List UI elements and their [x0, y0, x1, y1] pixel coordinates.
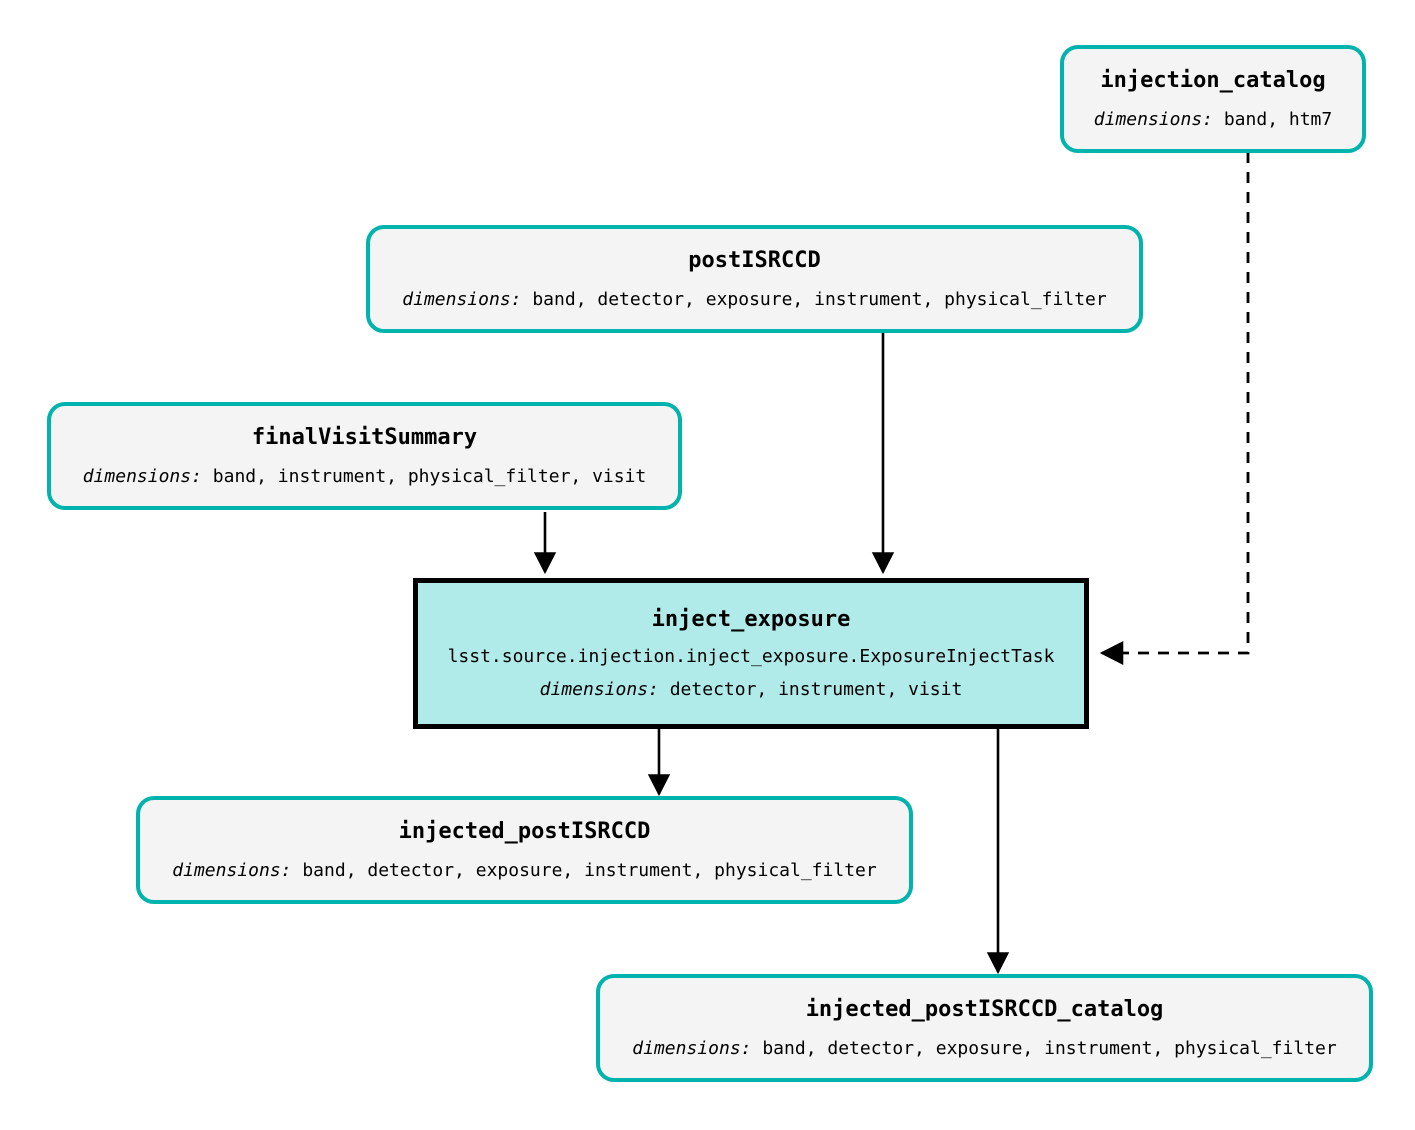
node-postisrccd[interactable]: postISRCCD dimensions: band, detector, e… — [366, 225, 1143, 333]
node-injected-postisrccd-catalog-dimensions: dimensions: band, detector, exposure, in… — [632, 1038, 1336, 1059]
dimensions-label: dimensions: — [82, 466, 202, 487]
dimensions-label: dimensions: — [632, 1038, 752, 1059]
node-postisrccd-dimensions: dimensions: band, detector, exposure, in… — [402, 289, 1106, 310]
node-injected-postisrccd-catalog[interactable]: injected_postISRCCD_catalog dimensions: … — [596, 974, 1373, 1082]
dimensions-label: dimensions: — [539, 679, 659, 700]
node-injection-catalog-dimensions: dimensions: band, htm7 — [1094, 109, 1332, 130]
dimensions-value: detector, instrument, visit — [669, 679, 963, 700]
node-inject-exposure-class-path: lsst.source.injection.inject_exposure.Ex… — [447, 646, 1055, 667]
node-inject-exposure-title: inject_exposure — [651, 607, 851, 632]
dimensions-label: dimensions: — [402, 289, 522, 310]
dimensions-value: band, detector, exposure, instrument, ph… — [762, 1038, 1337, 1059]
node-finalvisitsummary-dimensions: dimensions: band, instrument, physical_f… — [83, 466, 647, 487]
dimensions-label: dimensions: — [172, 860, 292, 881]
dimensions-value: band, detector, exposure, instrument, ph… — [532, 289, 1107, 310]
node-injection-catalog-title: injection_catalog — [1100, 68, 1326, 93]
node-finalvisitsummary-title: finalVisitSummary — [251, 425, 478, 450]
node-injected-postisrccd[interactable]: injected_postISRCCD dimensions: band, de… — [136, 796, 913, 904]
node-inject-exposure-dimensions: dimensions: detector, instrument, visit — [540, 679, 963, 700]
node-injected-postisrccd-catalog-title: injected_postISRCCD_catalog — [805, 997, 1164, 1022]
node-postisrccd-title: postISRCCD — [688, 248, 821, 273]
dimensions-value: band, instrument, physical_filter, visit — [212, 466, 647, 487]
node-injection-catalog[interactable]: injection_catalog dimensions: band, htm7 — [1060, 45, 1366, 153]
dimensions-value: band, detector, exposure, instrument, ph… — [302, 860, 877, 881]
dimensions-value: band, htm7 — [1223, 109, 1333, 130]
dimensions-label: dimensions: — [1093, 109, 1213, 130]
node-finalvisitsummary[interactable]: finalVisitSummary dimensions: band, inst… — [47, 402, 682, 510]
node-injected-postisrccd-dimensions: dimensions: band, detector, exposure, in… — [172, 860, 876, 881]
node-inject-exposure[interactable]: inject_exposure lsst.source.injection.in… — [413, 578, 1089, 729]
node-injected-postisrccd-title: injected_postISRCCD — [398, 819, 651, 844]
